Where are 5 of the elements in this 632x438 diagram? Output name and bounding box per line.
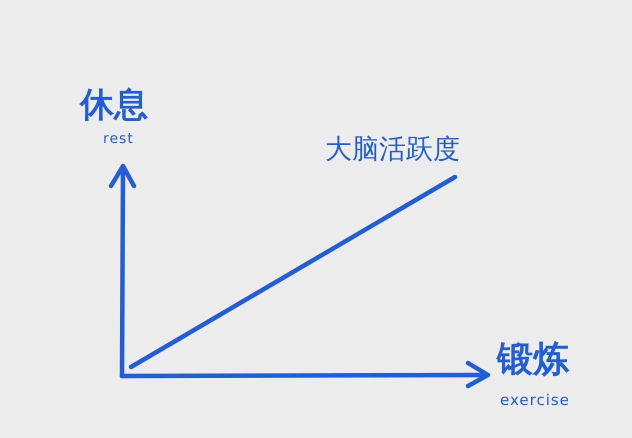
axis-subtitle: exercise [500, 393, 570, 408]
line-label: 大脑活跃度 [325, 136, 460, 163]
axis-title: 休息 [80, 88, 148, 122]
axis-title: 锻炼 [497, 342, 569, 378]
axis-subtitle: rest [103, 132, 134, 146]
